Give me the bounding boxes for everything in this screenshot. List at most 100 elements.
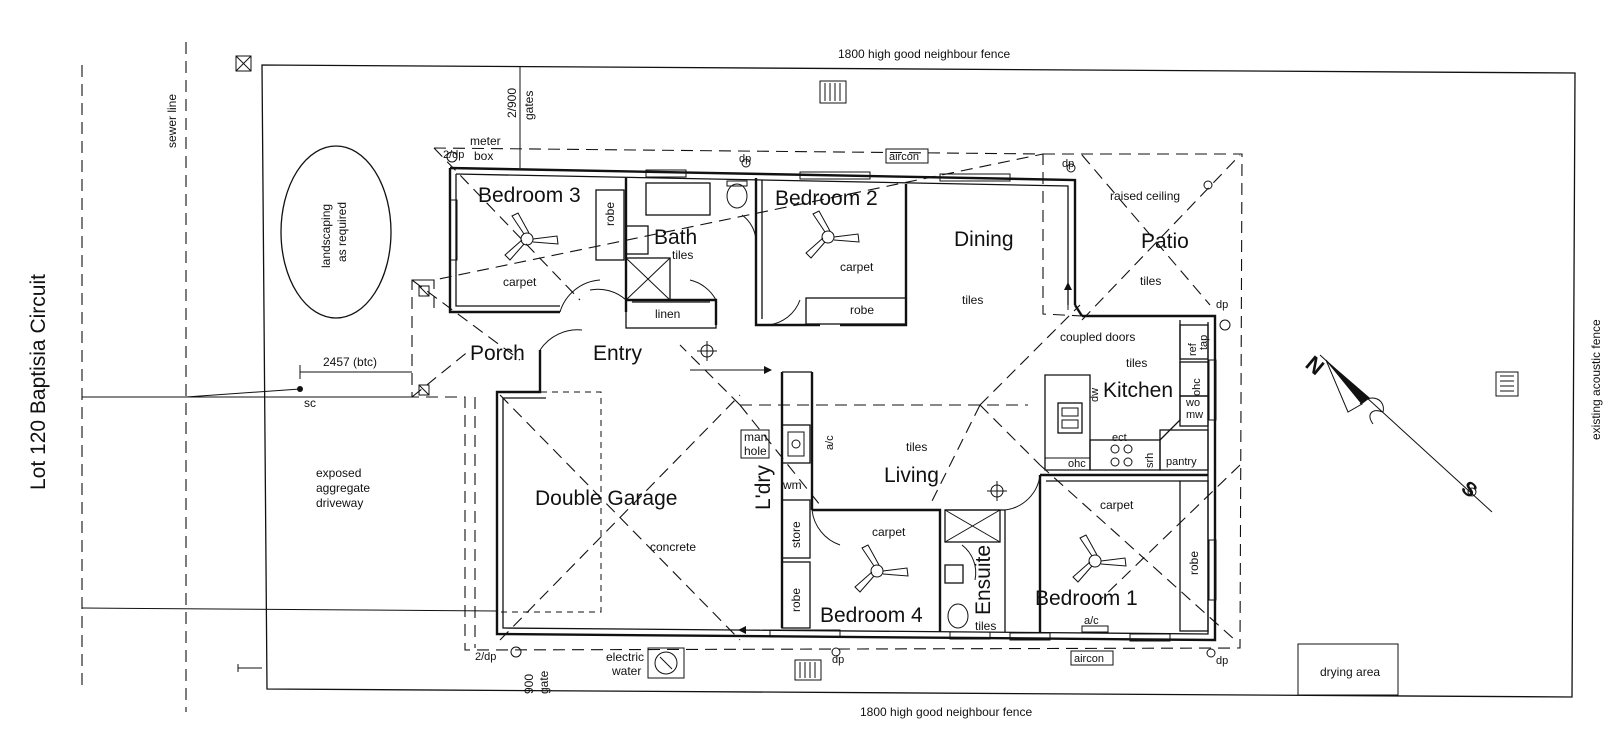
sewer-label: sewer line xyxy=(165,94,179,148)
ect-label: ect xyxy=(1112,432,1127,444)
finish-label: carpet xyxy=(872,525,906,539)
srh-label: srh xyxy=(1144,453,1156,468)
toilet-icon xyxy=(726,183,748,209)
room-bedroom3: Bedroom 3 xyxy=(478,184,581,207)
dp-label: dp xyxy=(832,654,844,666)
downpipe-icon xyxy=(741,158,751,168)
light-fitting-icon xyxy=(987,481,1007,501)
water-label: water xyxy=(611,664,641,678)
downpipe-icon xyxy=(1066,163,1076,173)
dp-label: dp xyxy=(1062,158,1074,170)
dp-label: dp xyxy=(739,153,751,165)
downpipe-icon xyxy=(1206,648,1216,658)
ac-label: a/c xyxy=(1084,615,1099,627)
coupled-doors-label: coupled doors xyxy=(1060,330,1135,344)
aircon-label: aircon xyxy=(1074,653,1104,665)
north-label: N xyxy=(1301,351,1329,380)
meter-box-label: meter xyxy=(470,134,501,148)
boundary-peg-icon xyxy=(235,55,252,72)
robe-label: robe xyxy=(850,303,874,317)
fence-right-label: existing acoustic fence xyxy=(1589,319,1603,440)
landscaping-area xyxy=(280,145,392,319)
ceiling-fan-icon xyxy=(854,544,909,593)
room-living: Living xyxy=(884,464,939,487)
tap-label: tap xyxy=(1198,335,1210,350)
downpipe-icon xyxy=(1219,319,1231,331)
drying-area xyxy=(1297,643,1399,696)
downpipe-icon xyxy=(510,646,522,658)
lot-label: Lot 120 Baptisia Circuit xyxy=(27,274,50,490)
driveway-label-2: aggregate xyxy=(316,481,370,495)
light-fitting-icon xyxy=(697,341,717,361)
drying-label: drying area xyxy=(1320,665,1380,679)
dp-label: dp xyxy=(1216,655,1228,667)
windows xyxy=(449,169,1217,642)
mw-label: mw xyxy=(1186,409,1203,421)
room-bedroom4: Bedroom 4 xyxy=(820,604,923,627)
fence-top-label: 1800 high good neighbour fence xyxy=(838,47,1010,61)
fence-bottom-label: 1800 high good neighbour fence xyxy=(860,705,1032,719)
driveway-label-3: driveway xyxy=(316,496,363,510)
aircon-label: aircon xyxy=(889,151,919,163)
finish-label: concrete xyxy=(650,540,696,554)
room-ensuite: Ensuite xyxy=(972,545,995,615)
room-patio: Patio xyxy=(1141,230,1189,253)
aircon-unit xyxy=(885,148,929,164)
robe-label: robe xyxy=(789,588,803,612)
finish-label: tiles xyxy=(962,293,983,307)
ceiling-fan-icon xyxy=(805,210,860,259)
ceiling-fan-icon xyxy=(504,212,559,261)
landscaping-label: landscaping xyxy=(319,204,333,268)
finish-label: tiles xyxy=(1140,274,1161,288)
site-boundary xyxy=(81,42,1576,712)
gate-label-2: gate xyxy=(537,670,551,694)
finish-label: tiles xyxy=(672,248,693,262)
finish-label: tiles xyxy=(906,440,927,454)
landscaping-label-2: as required xyxy=(335,202,349,262)
room-dining: Dining xyxy=(954,228,1014,251)
finish-label: tiles xyxy=(1126,356,1147,370)
linen-label: linen xyxy=(655,307,680,321)
store-label: store xyxy=(789,521,803,548)
vent-icon xyxy=(794,659,822,681)
downpipe-icon xyxy=(446,151,458,163)
ceiling-fan-icon xyxy=(1072,534,1127,583)
room-bedroom2: Bedroom 2 xyxy=(775,187,878,210)
wo-label: wo xyxy=(1185,397,1200,409)
downpipe-icon xyxy=(831,647,841,657)
robe-label: robe xyxy=(603,202,617,226)
finish-label: carpet xyxy=(503,275,537,289)
manhole-label-2: hole xyxy=(744,444,767,458)
gates-label: 2/900 xyxy=(505,88,519,118)
north-arrow-icon xyxy=(1319,354,1493,513)
gates-label-2: gates xyxy=(522,91,536,120)
room-entry: Entry xyxy=(593,342,643,365)
wm-label: wm xyxy=(782,478,802,492)
roof-outline xyxy=(411,147,1243,651)
ref-label: ref xyxy=(1187,342,1199,356)
electric-water-meter xyxy=(647,647,685,679)
aircon-unit xyxy=(1070,650,1114,666)
garage-slab xyxy=(497,391,602,613)
room-bath: Bath xyxy=(654,226,697,249)
ohc-label: ohc xyxy=(1068,458,1086,470)
interior-walls xyxy=(595,178,1209,632)
dp-label: 2/dp xyxy=(475,651,496,663)
ohc-label: ohc xyxy=(1191,378,1203,396)
pantry-label: pantry xyxy=(1166,456,1197,468)
finish-label: carpet xyxy=(840,260,874,274)
raised-ceiling-label: raised ceiling xyxy=(1110,189,1180,203)
ac-label: a/c xyxy=(824,435,836,450)
downpipe-icon xyxy=(1203,180,1213,190)
room-kitchen: Kitchen xyxy=(1103,379,1173,402)
setback-label: 2457 (btc) xyxy=(323,355,377,369)
gate-label: 900 xyxy=(522,674,536,694)
electric-label: electric xyxy=(606,650,644,664)
doors xyxy=(539,214,1072,634)
manhole-label: man xyxy=(744,430,767,444)
vent-icon xyxy=(1495,371,1519,397)
meter-box-label-2: box xyxy=(474,149,493,163)
room-laundry: L'dry xyxy=(752,465,775,510)
finish-label: tiles xyxy=(975,619,996,633)
